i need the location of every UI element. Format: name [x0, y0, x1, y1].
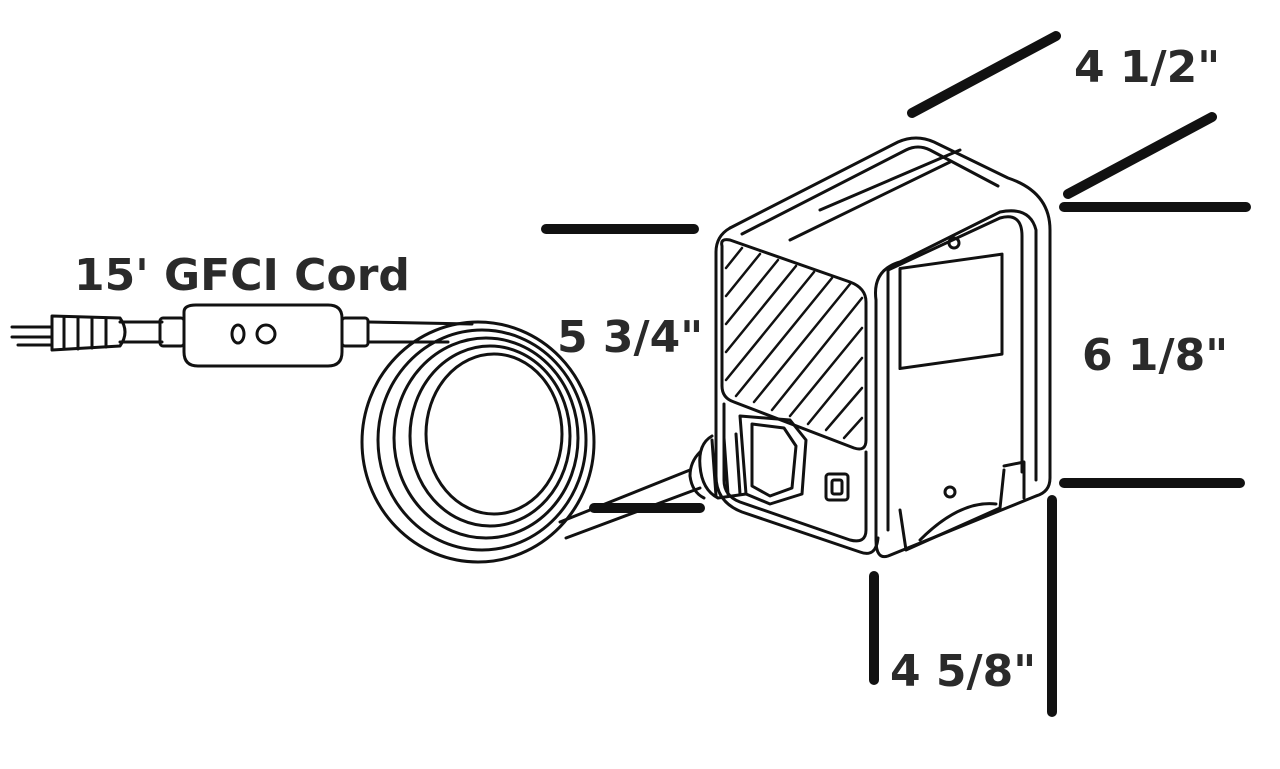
gfci-module-icon — [182, 303, 370, 368]
coiled-cord-icon — [360, 320, 702, 564]
width-dimension-line-top — [907, 31, 1061, 118]
depth-dimension-label: 5 3/4" — [557, 312, 704, 363]
cord-length-label: 15' GFCI Cord — [74, 250, 410, 301]
controller-unit-icon — [688, 136, 1052, 559]
width-dimension-line-bottom — [1063, 112, 1217, 199]
height-dimension-label: 6 1/8" — [1082, 330, 1229, 381]
width-dimension-label: 4 1/2" — [1074, 42, 1221, 93]
base-dimension-label: 4 5/8" — [890, 646, 1037, 697]
plug-icon — [10, 314, 186, 352]
dimension-lines — [541, 31, 1251, 717]
